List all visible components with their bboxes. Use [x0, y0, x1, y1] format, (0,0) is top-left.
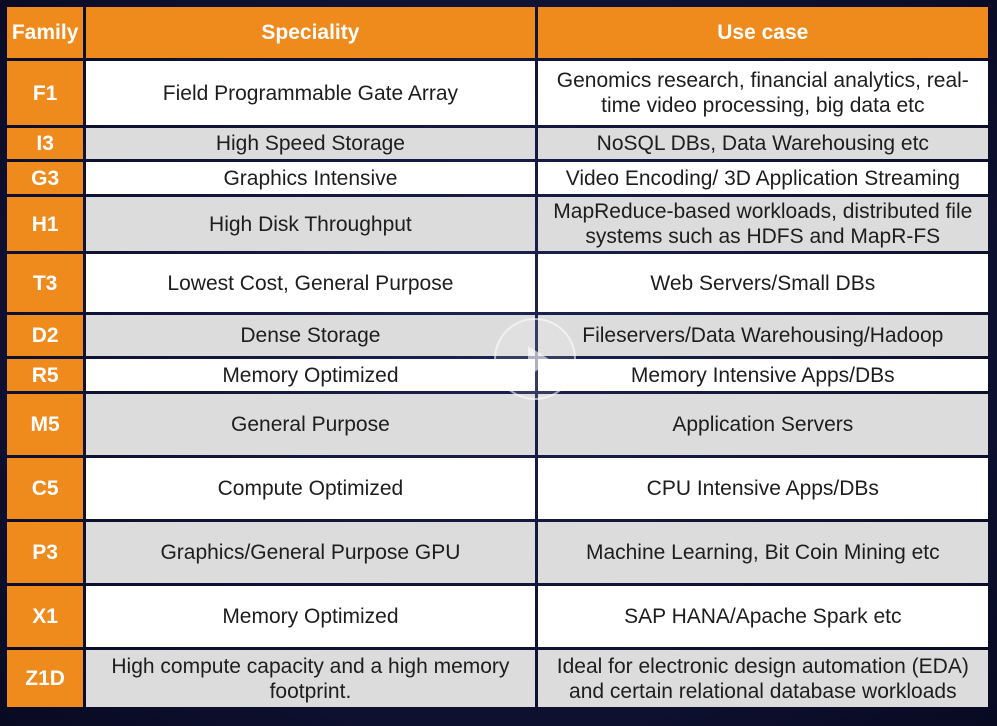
family-cell: R5 [7, 359, 84, 391]
table-row: C5 Compute Optimized CPU Intensive Apps/… [7, 458, 988, 519]
table-row: M5 General Purpose Application Servers [7, 394, 988, 455]
family-cell: D2 [7, 315, 84, 356]
use-case-cell: Machine Learning, Bit Coin Mining etc [537, 522, 988, 583]
use-case-cell: Memory Intensive Apps/DBs [537, 359, 988, 391]
family-cell: I3 [7, 128, 84, 159]
speciality-cell: General Purpose [86, 394, 535, 455]
table-row: Z1D High compute capacity and a high mem… [7, 650, 988, 707]
speciality-cell: High Speed Storage [86, 128, 535, 159]
instance-family-table: Family Speciality Use case F1 Field Prog… [4, 4, 991, 710]
speciality-cell: Lowest Cost, General Purpose [86, 254, 535, 312]
family-cell: T3 [7, 254, 84, 312]
family-cell: M5 [7, 394, 84, 455]
speciality-cell: Graphics Intensive [86, 162, 535, 194]
speciality-cell: Memory Optimized [86, 359, 535, 391]
speciality-cell: Graphics/General Purpose GPU [86, 522, 535, 583]
table-row: P3 Graphics/General Purpose GPU Machine … [7, 522, 988, 583]
speciality-cell: Field Programmable Gate Array [86, 61, 535, 125]
play-icon [528, 346, 552, 376]
table-row: I3 High Speed Storage NoSQL DBs, Data Wa… [7, 128, 988, 159]
table-row: F1 Field Programmable Gate Array Genomic… [7, 61, 988, 125]
header-family: Family [7, 7, 84, 58]
use-case-cell: Video Encoding/ 3D Application Streaming [537, 162, 988, 194]
use-case-cell: Fileservers/Data Warehousing/Hadoop [537, 315, 988, 356]
family-cell: H1 [7, 197, 84, 251]
header-speciality: Speciality [86, 7, 535, 58]
table-row: R5 Memory Optimized Memory Intensive App… [7, 359, 988, 391]
table-row: D2 Dense Storage Fileservers/Data Wareho… [7, 315, 988, 356]
use-case-cell: Application Servers [537, 394, 988, 455]
family-cell: C5 [7, 458, 84, 519]
family-cell: P3 [7, 522, 84, 583]
family-cell: G3 [7, 162, 84, 194]
family-cell: X1 [7, 586, 84, 647]
table-row: G3 Graphics Intensive Video Encoding/ 3D… [7, 162, 988, 194]
video-play-button[interactable] [494, 318, 576, 400]
table-header-row: Family Speciality Use case [7, 7, 988, 58]
speciality-cell: Compute Optimized [86, 458, 535, 519]
table-row: H1 High Disk Throughput MapReduce-based … [7, 197, 988, 251]
speciality-cell: High Disk Throughput [86, 197, 535, 251]
speciality-cell: High compute capacity and a high memory … [86, 650, 535, 707]
use-case-cell: Ideal for electronic design automation (… [537, 650, 988, 707]
header-use-case: Use case [537, 7, 988, 58]
family-cell: Z1D [7, 650, 84, 707]
use-case-cell: MapReduce-based workloads, distributed f… [537, 197, 988, 251]
use-case-cell: NoSQL DBs, Data Warehousing etc [537, 128, 988, 159]
table-row: T3 Lowest Cost, General Purpose Web Serv… [7, 254, 988, 312]
use-case-cell: SAP HANA/Apache Spark etc [537, 586, 988, 647]
speciality-cell: Memory Optimized [86, 586, 535, 647]
use-case-cell: Genomics research, financial analytics, … [537, 61, 988, 125]
family-cell: F1 [7, 61, 84, 125]
use-case-cell: Web Servers/Small DBs [537, 254, 988, 312]
speciality-cell: Dense Storage [86, 315, 535, 356]
table-row: X1 Memory Optimized SAP HANA/Apache Spar… [7, 586, 988, 647]
use-case-cell: CPU Intensive Apps/DBs [537, 458, 988, 519]
